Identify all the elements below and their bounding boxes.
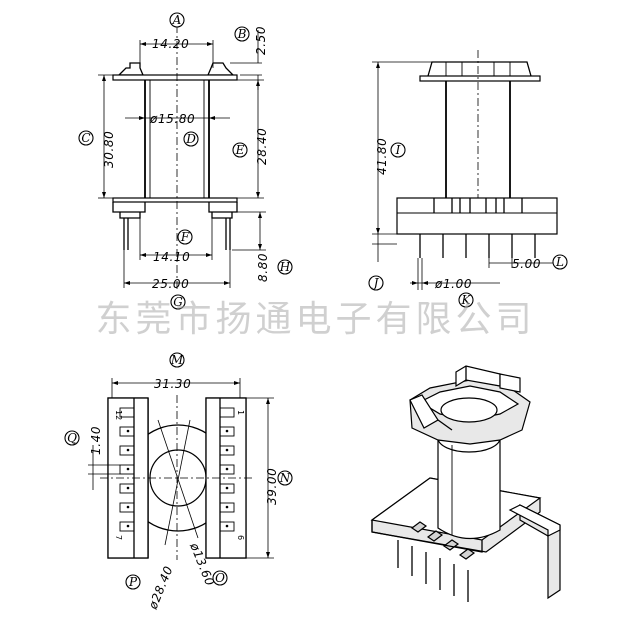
pin-label-6: 6 <box>236 535 245 540</box>
label-d: D <box>185 132 196 146</box>
dim-e-value: 28.40 <box>255 128 269 165</box>
dim-n-value: 39.00 <box>265 468 279 505</box>
isometric-view <box>370 365 561 602</box>
bottom-view: 12 7 1 6 31.30 M 39.00 N 1.40 Q ø28. <box>64 352 293 612</box>
label-i: I <box>395 143 401 157</box>
label-k: K <box>461 293 472 307</box>
label-j: J <box>371 276 380 290</box>
dim-k-value: ø1.00 <box>434 277 472 291</box>
dim-i-value: 41.80 <box>375 138 389 175</box>
label-b: B <box>237 27 247 41</box>
dim-b-value: 2.50 <box>254 26 268 55</box>
dim-q-value: 1.40 <box>89 426 103 455</box>
dim-g-value: 25.00 <box>152 277 189 291</box>
dim-l-value: 5.00 <box>512 257 541 271</box>
label-p: P <box>128 575 138 589</box>
label-e: E <box>235 143 245 157</box>
pin-label-7: 7 <box>114 535 123 540</box>
dim-d-value: ø15.80 <box>149 112 195 126</box>
pin-label-12: 12 <box>114 410 123 420</box>
label-l: L <box>555 255 564 269</box>
label-q: Q <box>67 431 77 445</box>
dim-p-value: ø28.40 <box>145 564 175 612</box>
label-f: F <box>180 230 190 244</box>
label-g: G <box>173 295 183 309</box>
label-c: C <box>81 131 90 145</box>
label-n: N <box>279 471 291 485</box>
label-o: O <box>215 571 225 585</box>
dim-c-value: 30.80 <box>102 131 116 168</box>
dim-h-value: 8.80 <box>256 253 270 282</box>
dim-a-value: 14.20 <box>152 37 189 51</box>
front-view: 14.20 A 2.50 B 30.80 C ø15.80 D 28.40 E <box>78 12 293 310</box>
pin-label-1: 1 <box>236 410 245 415</box>
side-view: 41.80 I J ø1.00 K 5.00 L <box>368 50 568 308</box>
label-a: A <box>172 13 182 27</box>
label-h: H <box>279 260 291 274</box>
label-m: M <box>170 353 184 367</box>
dim-f-value: 14.10 <box>153 250 190 264</box>
dim-m-value: 31.30 <box>154 377 191 391</box>
